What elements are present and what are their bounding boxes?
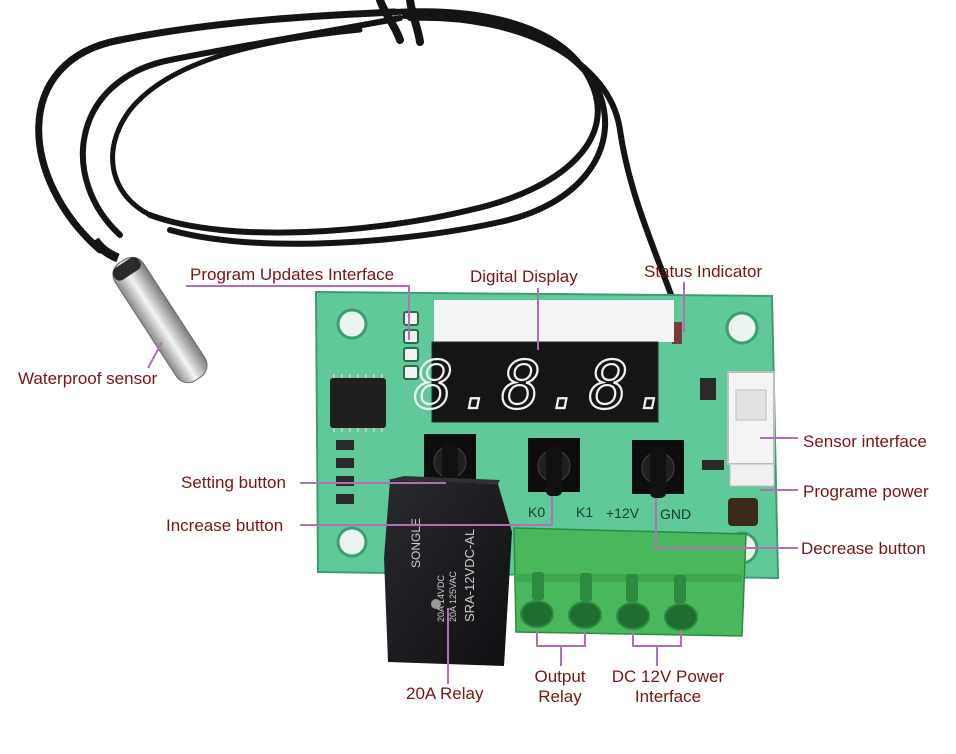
relay-brand: SONGLE (409, 518, 423, 568)
terminal-label-12v: +12V (606, 505, 640, 521)
label-dc-power-line-2: Interface (634, 687, 702, 706)
terminal-block (513, 527, 747, 637)
label-output-relay: Output Relay (520, 667, 600, 707)
label-dc-power-line-1: DC 12V Power (611, 667, 725, 686)
terminal-label-k0: K0 (528, 504, 545, 520)
digital-display: 8.8.8. (413, 341, 676, 425)
label-decrease-button: Decrease button (801, 539, 926, 558)
terminal-label-gnd: GND (660, 506, 691, 522)
capacitor (728, 498, 758, 526)
leader-waterproof-sensor (147, 341, 163, 369)
terminal-screw-2[interactable] (568, 601, 602, 629)
relay-model: SRA-12VDC-AL (462, 529, 477, 622)
decrease-button[interactable] (632, 440, 684, 498)
leader-decrease-button (655, 498, 798, 549)
leader-lines (147, 282, 798, 684)
label-programe-power: Programe power (803, 482, 929, 501)
terminal-screw-4[interactable] (664, 603, 698, 631)
microcontroller-chip (330, 374, 386, 432)
program-header (403, 311, 419, 380)
label-sensor-interface: Sensor interface (803, 432, 927, 451)
label-setting-button: Setting button (181, 473, 286, 492)
relay: SONGLE 20A 14VDC 20A 125VAC SRA-12VDC-AL (384, 476, 512, 666)
sensor-connector (727, 371, 775, 487)
label-program-updates: Program Updates Interface (190, 265, 395, 284)
sensor-cable (35, 0, 758, 473)
relay-logo-icon (431, 599, 441, 609)
leader-increase-button (300, 496, 553, 526)
relay-rating-2: 20A 125VAC (448, 571, 458, 622)
leader-program-updates (186, 285, 410, 340)
label-dc-power: DC 12V Power Interface (598, 667, 738, 707)
label-status-indicator: Status Indicator (644, 262, 763, 281)
status-led (672, 322, 682, 344)
increase-button[interactable] (528, 438, 580, 496)
label-waterproof-sensor: Waterproof sensor (18, 369, 158, 388)
label-digital-display: Digital Display (470, 267, 578, 286)
terminal-label-k1: K1 (576, 504, 593, 520)
terminal-screw-3[interactable] (616, 602, 650, 630)
label-20a-relay: 20A Relay (406, 684, 484, 703)
terminal-screw-1[interactable] (520, 600, 554, 628)
label-output-relay-line-2: Relay (538, 687, 582, 706)
waterproof-sensor-probe (91, 237, 208, 384)
label-output-relay-line-1: Output (534, 667, 586, 686)
label-increase-button: Increase button (166, 516, 284, 535)
display-digits: 8.8.8. (414, 347, 676, 424)
relay-rating-1: 20A 14VDC (436, 574, 446, 622)
